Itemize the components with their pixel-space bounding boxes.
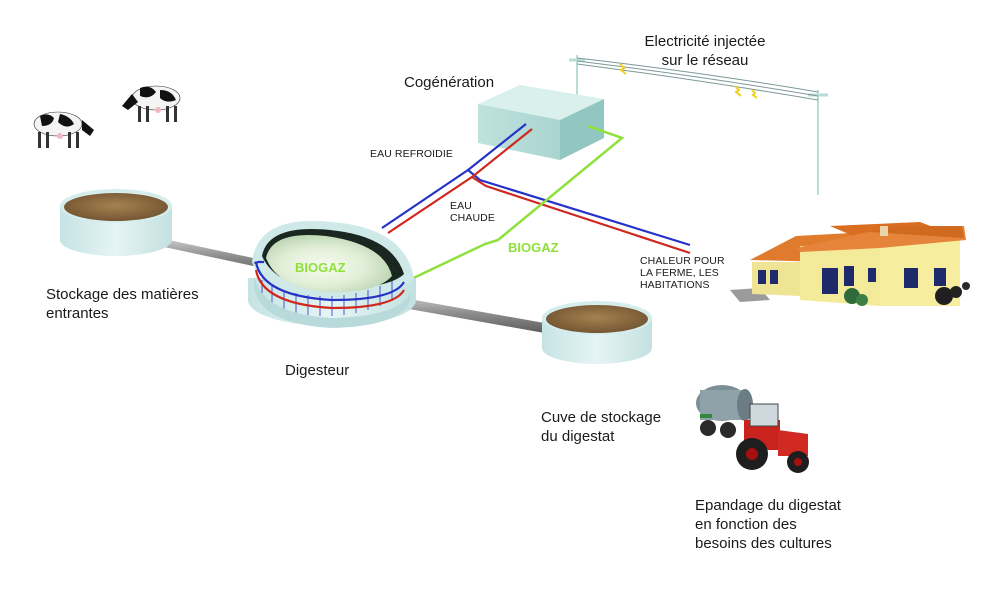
tractor-icon (696, 385, 809, 473)
cow-icon (122, 85, 181, 122)
biogas-pipe-label: BIOGAZ (508, 240, 559, 255)
biogas-dome-label: BIOGAZ (295, 260, 346, 275)
cogeneration-unit (478, 85, 604, 160)
digester (248, 220, 416, 328)
cold-water-label: EAU REFROIDIE (370, 148, 453, 160)
hot-water-label: EAU CHAUDE (450, 200, 495, 224)
power-line-icon (569, 55, 828, 195)
electricity-label: Electricité injectée sur le réseau (644, 33, 766, 69)
heat-label: CHALEUR POUR LA FERME, LES HABITATIONS (640, 255, 725, 291)
input-storage-tank (60, 189, 172, 256)
cogeneration-label: Cogénération (404, 74, 495, 91)
input-storage-label: Stockage des matières entrantes (46, 286, 199, 322)
cow-icon (33, 111, 94, 148)
digester-label: Digesteur (285, 362, 350, 379)
digestate-tank-label: Cuve de stockage du digestat (541, 409, 662, 445)
spreading-label: Epandage du digestat en fonction des bes… (695, 497, 841, 552)
house-icon (730, 222, 970, 306)
digestate-storage-tank (542, 301, 652, 364)
pipes (381, 123, 691, 284)
